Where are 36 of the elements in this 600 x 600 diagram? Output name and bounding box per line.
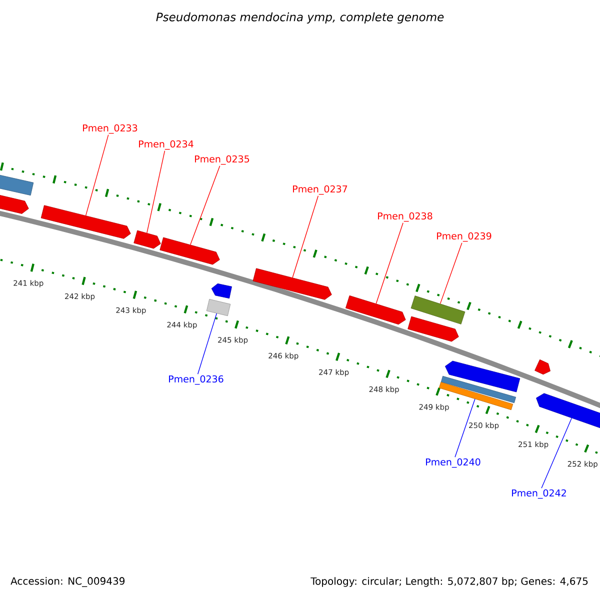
leader-line	[454, 398, 476, 458]
leader-line	[197, 313, 217, 374]
gene-block	[536, 393, 600, 430]
leader-line	[440, 242, 462, 304]
gene-label: Pmen_0238	[378, 212, 432, 222]
gene-block	[444, 360, 520, 392]
gene-box	[0, 173, 34, 196]
gene-block	[346, 295, 406, 325]
gene-label: Pmen_0239	[437, 232, 492, 242]
leader-line	[541, 418, 572, 488]
gene-label: Pmen_0240	[426, 458, 480, 468]
gene-label: Pmen_0242	[512, 489, 566, 499]
title: Pseudomonas mendocina ymp, complete genome	[156, 12, 444, 24]
gene-label: Pmen_0235	[195, 155, 250, 165]
gene-block	[0, 194, 29, 214]
leader-line	[292, 196, 319, 278]
gene-box	[410, 296, 466, 324]
leader-line	[85, 134, 109, 216]
leader-line	[376, 222, 404, 304]
gene-label: Pmen_0234	[139, 140, 194, 150]
gene-block	[160, 237, 220, 265]
gene-block	[211, 283, 232, 299]
gene-block	[408, 316, 459, 342]
gene-block	[40, 205, 131, 239]
gene-label: Pmen_0236	[169, 375, 224, 385]
leader-line	[146, 150, 166, 234]
genome-info-text: Topology: circular; Length: 5,072,807 bp; Genes: 4,675	[310, 577, 588, 587]
gene-label: Pmen_0237	[293, 185, 348, 195]
gene-box	[206, 298, 231, 316]
gene-block	[134, 230, 161, 249]
accession-text: Accession: NC_009439	[10, 577, 125, 587]
leader-line	[190, 166, 220, 246]
gene-block	[252, 268, 332, 300]
gene-box	[440, 376, 516, 404]
gene-label: Pmen_0233	[83, 124, 138, 134]
gene-block	[534, 359, 550, 375]
